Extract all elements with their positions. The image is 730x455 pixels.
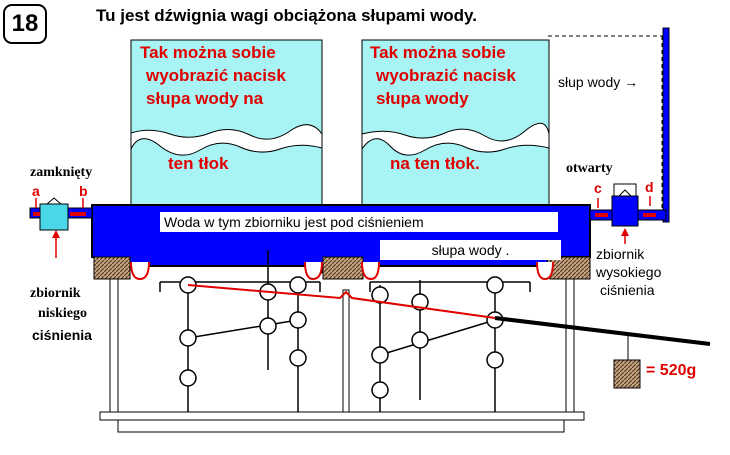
point-label-a: a	[32, 183, 40, 199]
low-pressure-line-1: zbiornik	[30, 286, 81, 301]
right-column-line-2: wyobrazić nacisk	[376, 66, 516, 85]
right-valve-cap-tri	[617, 189, 633, 197]
point-label-b: b	[79, 183, 88, 199]
valve-right-state: otwarty	[566, 161, 613, 176]
weight-block	[613, 359, 641, 389]
left-valve	[39, 203, 69, 231]
linkage-joints	[179, 276, 504, 399]
piston-left	[130, 261, 150, 281]
tank-text-line-2: słupa wody .	[380, 240, 561, 260]
piston-mid	[304, 261, 323, 281]
left-column-caption: ten tłok	[168, 154, 229, 173]
left-column-line-3: słupa wody na	[146, 89, 264, 108]
support-frame	[99, 278, 585, 433]
point-label-d: d	[645, 179, 654, 195]
piston-right	[536, 261, 554, 281]
gasket-mid	[322, 256, 364, 280]
low-pressure-line-2: niskiego	[38, 306, 88, 321]
valve-left-state: zamknięty	[30, 165, 93, 180]
right-column-caption: na ten tłok.	[390, 154, 480, 173]
gasket-right	[549, 256, 591, 280]
water-column-label: słup wody →	[558, 74, 639, 90]
high-pressure-line-2: wysokiego	[596, 264, 662, 280]
page-title: Tu jest dźwignia wagi obciążona słupami …	[96, 6, 477, 25]
high-pressure-line-1: zbiornik	[596, 246, 645, 262]
balance-beam	[187, 284, 496, 319]
left-valve-cap	[45, 197, 63, 205]
point-label-c: c	[594, 180, 602, 196]
right-column-break	[361, 122, 550, 156]
left-column-break	[130, 124, 323, 156]
left-column-line-1: Tak można sobie	[140, 43, 276, 62]
balance-arm	[494, 316, 711, 346]
right-valve-arrowhead	[621, 228, 629, 236]
left-column-line-2: wyobrazić nacisk	[146, 66, 286, 85]
right-valve	[611, 195, 639, 227]
right-column-line-3: słupa wody	[376, 89, 469, 108]
low-pressure-line-3: ciśnienia	[32, 327, 92, 343]
page-number-badge: 18	[3, 4, 47, 44]
weight-label: = 520g	[646, 362, 697, 379]
left-valve-arrowhead	[52, 230, 60, 238]
piston-mid2	[361, 261, 380, 281]
water-column-tube	[662, 27, 670, 223]
tank-text-line-1: Woda w tym zbiorniku jest pod ciśnieniem	[160, 212, 558, 232]
right-column-line-1: Tak można sobie	[370, 43, 506, 62]
gasket-left	[93, 256, 131, 280]
high-pressure-line-3: ciśnienia	[600, 282, 655, 298]
